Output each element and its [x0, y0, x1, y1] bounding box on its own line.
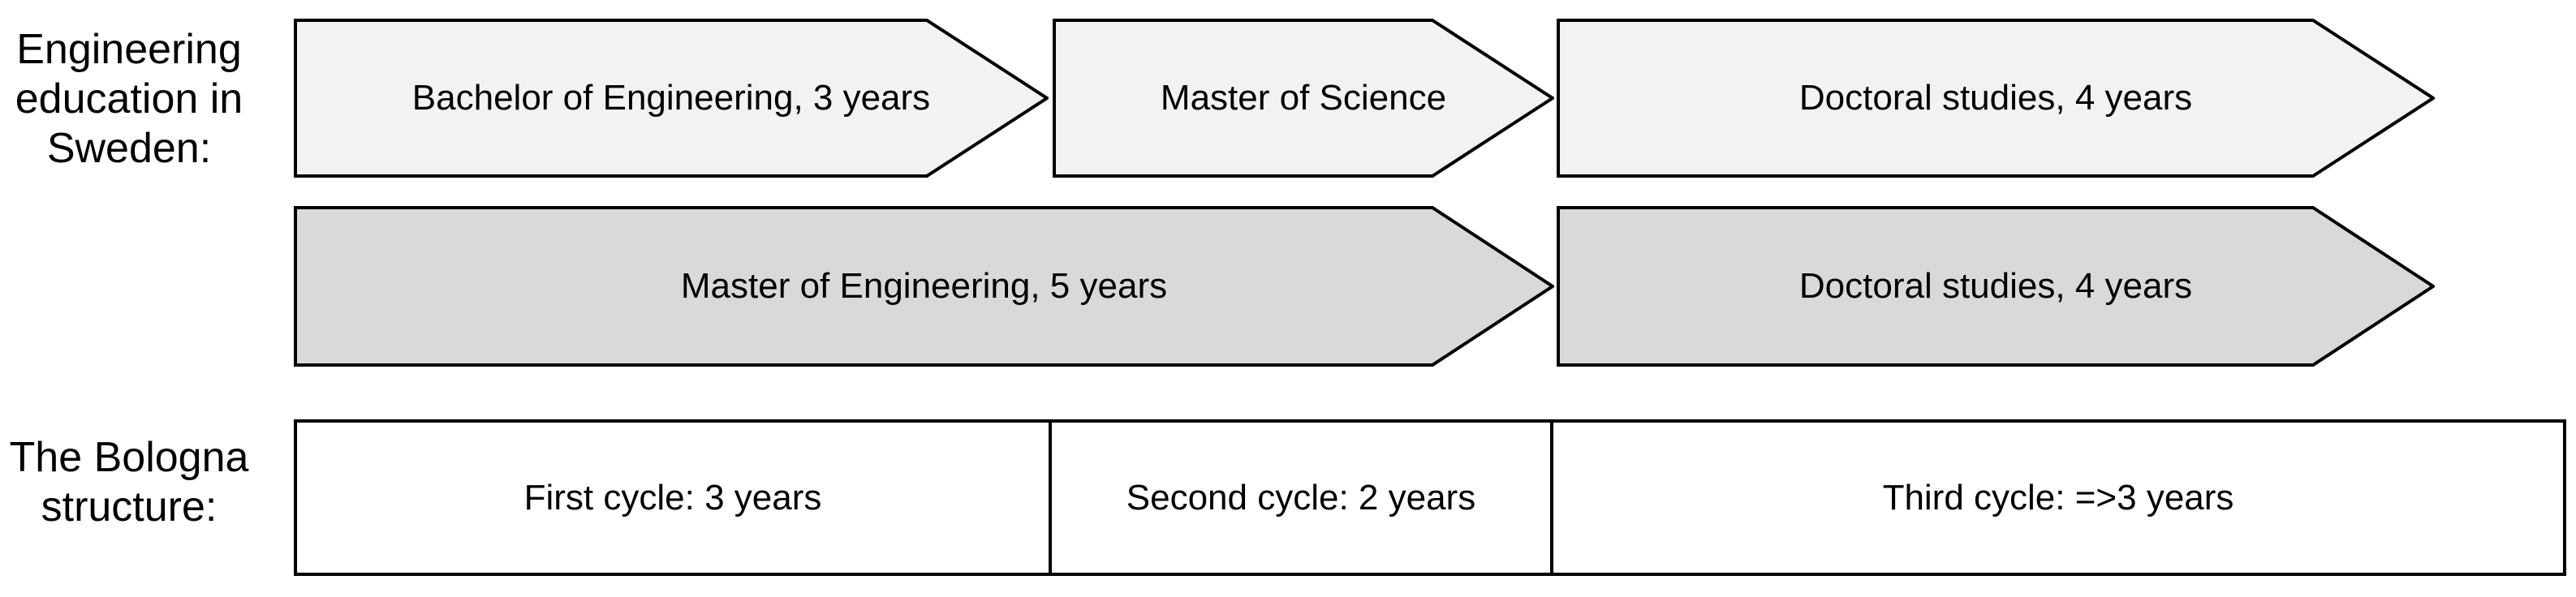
arrow-label: Doctoral studies, 4 years [1798, 78, 2193, 118]
arrow-label: Doctoral studies, 4 years [1798, 266, 2193, 306]
arrow-doctoral-studies-bottom: Doctoral studies, 4 years [1557, 206, 2435, 367]
arrow-label: Master of Engineering, 5 years [680, 266, 1168, 306]
arrow-label: Master of Science [1160, 78, 1447, 118]
label-engineering-education-sweden: Engineering education in Sweden: [0, 25, 258, 174]
arrow-shape [1557, 19, 2435, 178]
arrow-shape [1053, 19, 1554, 178]
arrow-label: Bachelor of Engineering, 3 years [411, 78, 931, 118]
label-line: structure: [41, 483, 218, 530]
label-line: Sweden: [46, 125, 212, 172]
bologna-cell-first-cycle: First cycle: 3 years [297, 423, 1052, 573]
arrow-master-of-science: Master of Science [1053, 19, 1554, 178]
label-line: education in [15, 75, 243, 122]
bologna-cell-third-cycle: Third cycle: =>3 years [1553, 423, 2563, 573]
label-line: Engineering [16, 26, 242, 73]
arrow-doctoral-studies-top: Doctoral studies, 4 years [1557, 19, 2435, 178]
arrow-shape [294, 19, 1049, 178]
arrow-shape [294, 206, 1554, 367]
bologna-cell-second-cycle: Second cycle: 2 years [1052, 423, 1553, 573]
label-bologna-structure: The Bologna structure: [0, 433, 258, 532]
label-line: The Bologna [9, 434, 249, 481]
arrow-shape [1557, 206, 2435, 367]
arrow-bachelor-of-engineering: Bachelor of Engineering, 3 years [294, 19, 1049, 178]
bologna-structure-row: First cycle: 3 years Second cycle: 2 yea… [294, 419, 2566, 576]
arrow-master-of-engineering: Master of Engineering, 5 years [294, 206, 1554, 367]
